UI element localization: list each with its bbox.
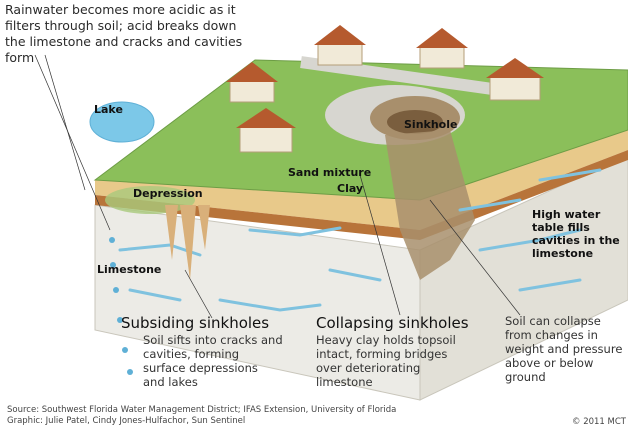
label-clay: Clay	[337, 182, 364, 195]
collapsing-body: Heavy clay holds topsoil intact, forming…	[316, 333, 456, 389]
house	[236, 108, 296, 153]
leader-lines	[34, 54, 521, 319]
sinkhole-core	[387, 110, 443, 134]
road	[300, 56, 500, 96]
soil-collapse-body: Soil can collapse from changes in weight…	[505, 314, 623, 384]
label-limestone: Limestone	[97, 263, 162, 276]
house	[314, 25, 366, 66]
house	[226, 62, 278, 103]
label-sand-mixture: Sand mixture	[288, 166, 372, 179]
subsiding-body: Soil sifts into cracks and cavities, for…	[143, 333, 283, 389]
rain-droplets	[109, 237, 133, 375]
graphic-credit: Graphic: Julie Patel, Cindy Jones-Hulfac…	[7, 416, 246, 426]
house	[416, 28, 468, 69]
subsiding-fingers	[165, 205, 210, 280]
house	[486, 58, 544, 101]
label-sinkhole: Sinkhole	[404, 118, 458, 131]
label-high-water-table: High water table fills cavities in the l…	[532, 208, 620, 260]
source-credit: Source: Southwest Florida Water Manageme…	[7, 405, 397, 415]
label-depression: Depression	[133, 187, 203, 200]
houses	[226, 25, 544, 153]
footer-source: Source: Southwest Florida Water Manageme…	[7, 405, 407, 427]
label-lake: Lake	[94, 103, 123, 116]
copyright: © 2011 MCT	[572, 417, 626, 427]
limestone-right-face	[419, 154, 628, 401]
clay-layer	[95, 150, 628, 240]
intro-text: Rainwater becomes more acidic as it filt…	[5, 2, 243, 65]
collapsing-title: Collapsing sinkholes	[316, 314, 469, 332]
subsiding-title: Subsiding sinkholes	[121, 314, 270, 332]
collapse-funnel	[385, 130, 475, 280]
sand-layer	[95, 130, 628, 230]
lake	[89, 101, 155, 143]
